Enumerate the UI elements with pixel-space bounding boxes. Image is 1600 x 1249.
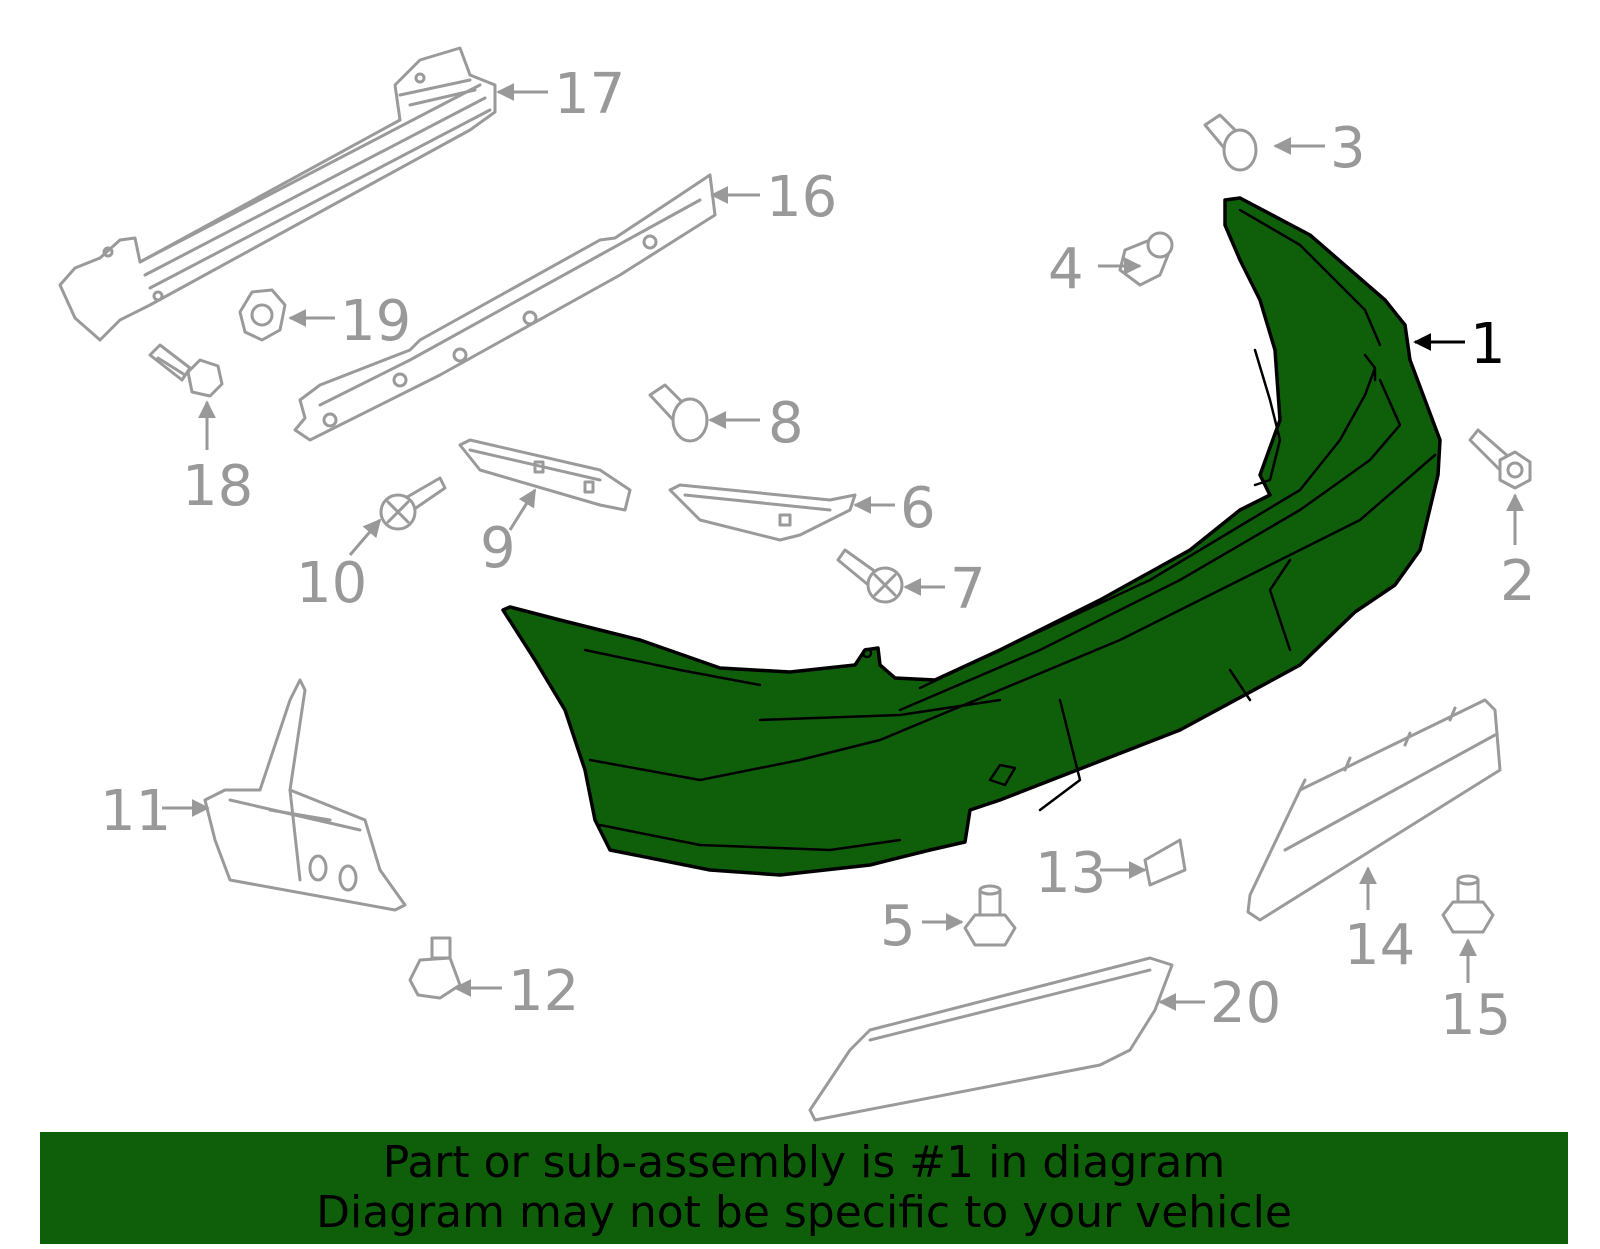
callout-12: 12 (508, 959, 579, 1024)
callout-2: 2 (1500, 549, 1536, 614)
fastener-part-15 (1441, 874, 1495, 934)
callout-9: 9 (480, 516, 516, 581)
reflector-part-20 (808, 956, 1174, 1122)
callout-5: 5 (880, 894, 916, 959)
splash-shield-part-11 (203, 678, 407, 912)
bracket-part-9 (458, 438, 632, 512)
banner-line-1: Part or sub-assembly is #1 in diagram (382, 1137, 1226, 1188)
callout-13: 13 (1035, 841, 1106, 906)
callout-17: 17 (554, 62, 625, 127)
reflector-part-14 (1246, 698, 1502, 922)
callout-8: 8 (768, 391, 804, 456)
screw-part-7 (836, 548, 904, 604)
callout-3: 3 (1330, 116, 1366, 181)
callout-20: 20 (1210, 971, 1281, 1036)
screw-part-10 (379, 476, 447, 531)
callout-18: 18 (182, 454, 253, 519)
arrow-10 (348, 518, 382, 556)
push-pin-part-8 (648, 383, 709, 443)
callout-arrows (162, 83, 1524, 1011)
impact-bar-part-17 (58, 46, 497, 342)
nut-part-19 (238, 288, 287, 342)
push-pin-part-3 (1203, 113, 1258, 172)
info-banner: Part or sub-assembly is #1 in diagram Di… (40, 1132, 1568, 1244)
callout-14: 14 (1344, 913, 1415, 978)
callout-10: 10 (296, 551, 367, 616)
fastener-part-5 (963, 884, 1017, 947)
tow-cap-part-13 (1143, 838, 1187, 887)
banner-line-2: Diagram may not be specific to your vehi… (316, 1187, 1292, 1238)
bolt-part-18 (148, 343, 224, 398)
clip-part-4 (1118, 231, 1174, 287)
callout-4: 4 (1048, 237, 1084, 302)
callout-11: 11 (100, 779, 171, 844)
bumper-cover-part-1 (501, 196, 1442, 877)
callout-7: 7 (950, 557, 986, 622)
clip-part-12 (408, 936, 462, 1000)
callout-1: 1 (1470, 312, 1506, 377)
callout-16: 16 (766, 165, 837, 230)
callout-19: 19 (340, 289, 411, 354)
arrow-9 (508, 488, 537, 531)
absorber-part-16 (293, 173, 717, 442)
screw-part-2 (1468, 428, 1532, 490)
callout-15: 15 (1440, 983, 1511, 1048)
callout-labels: 1 2 3 4 5 6 7 8 9 10 11 12 13 14 15 16 1… (100, 62, 1536, 1048)
callout-6: 6 (900, 476, 936, 541)
bracket-part-6 (668, 483, 857, 542)
